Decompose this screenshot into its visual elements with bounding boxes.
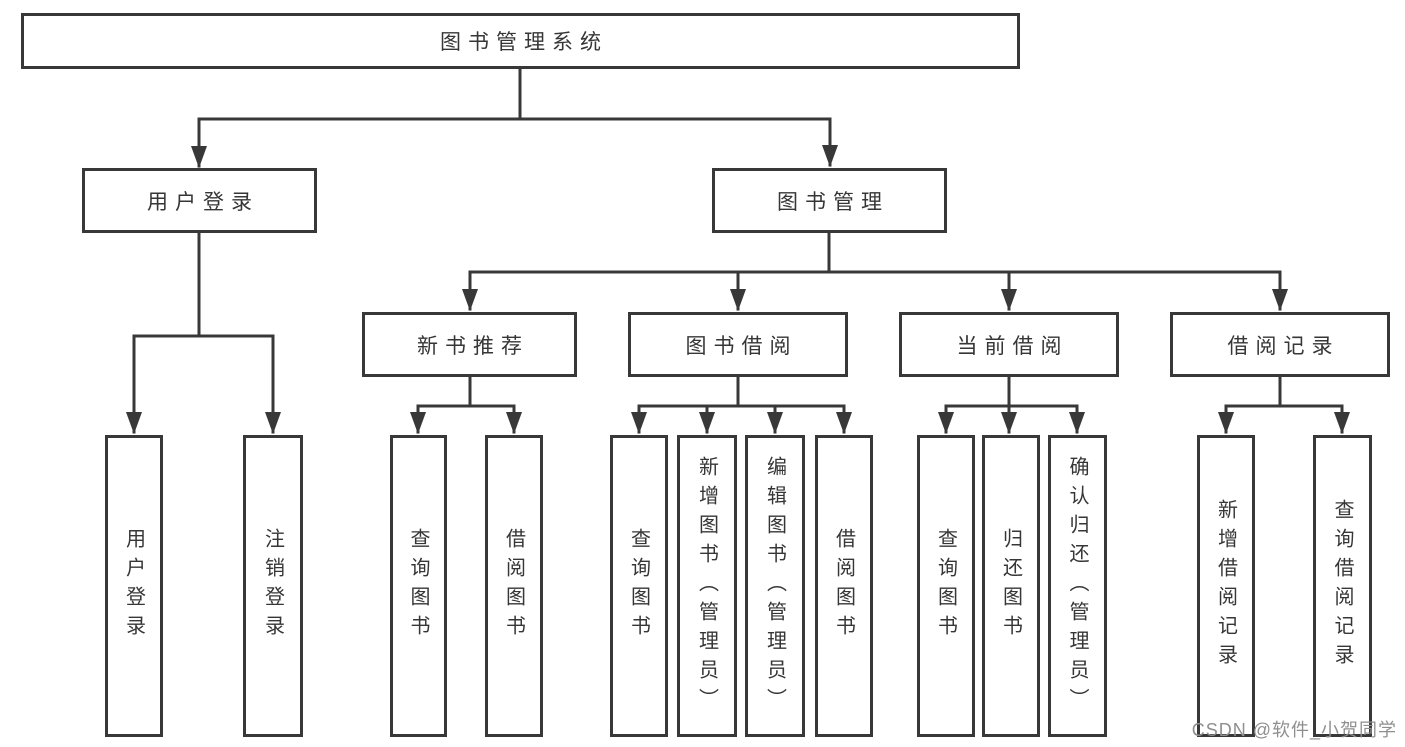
leaf-br-query-record: 查询借阅记录 [1313, 435, 1372, 737]
connector-root-to-level2 [191, 67, 838, 168]
connector-borrow-records-children [1218, 375, 1350, 434]
node-label: 注销登录 [261, 528, 284, 644]
node-user-login-branch: 用户登录 [82, 168, 317, 233]
leaf-nb-borrow-books: 借阅图书 [485, 435, 543, 737]
node-label: 图书管理 [777, 190, 889, 214]
node-book-borrowing: 图书借阅 [628, 312, 848, 377]
leaf-bb-add-books-admin: 新增图书（管理员） [677, 435, 737, 737]
node-current-borrowing: 当前借阅 [899, 312, 1119, 377]
node-label: 查询图书 [627, 528, 650, 644]
connector-user-login-children [126, 231, 281, 434]
node-label: 新增图书（管理员） [695, 455, 718, 717]
node-library-management-system: 图书管理系统 [21, 13, 1020, 69]
node-new-book-recommend: 新书推荐 [362, 312, 577, 377]
node-label: 用户登录 [122, 528, 145, 644]
leaf-bb-edit-books-admin: 编辑图书（管理员） [745, 435, 805, 737]
node-label: 查询借阅记录 [1331, 499, 1353, 673]
leaf-cb-return-books: 归还图书 [982, 435, 1040, 737]
node-label: 新书推荐 [417, 334, 529, 358]
connector-current-borrow-children [938, 375, 1085, 434]
leaf-logout-login: 注销登录 [243, 435, 303, 737]
node-label: 当前借阅 [956, 334, 1069, 358]
connector-book-mgmt-to-level3 [462, 230, 1288, 311]
node-label: 借阅图书 [502, 528, 525, 644]
connector-book-borrow-children [631, 375, 852, 434]
node-borrowing-records: 借阅记录 [1170, 312, 1390, 377]
node-label: 新增借阅记录 [1214, 499, 1237, 673]
node-label: 用户登录 [147, 190, 259, 214]
node-label: 归还图书 [999, 528, 1022, 644]
node-label: 借阅图书 [832, 528, 855, 644]
leaf-nb-query-books: 查询图书 [390, 435, 447, 737]
node-label: 借阅记录 [1227, 334, 1340, 358]
watermark: CSDN @软件_小贺同学 [1191, 720, 1397, 740]
leaf-cb-query-books: 查询图书 [917, 435, 975, 737]
connector-new-book-children [410, 375, 522, 434]
node-label: 编辑图书（管理员） [763, 455, 786, 717]
leaf-user-login: 用户登录 [105, 435, 163, 737]
node-label: 确认归还（管理员） [1066, 455, 1088, 717]
leaf-cb-confirm-return-admin: 确认归还（管理员） [1048, 435, 1107, 737]
node-label: 查询图书 [407, 528, 429, 644]
node-label: 查询图书 [934, 528, 957, 644]
node-label: 图书管理系统 [440, 31, 608, 54]
node-book-management: 图书管理 [712, 168, 947, 233]
leaf-bb-borrow-books: 借阅图书 [815, 435, 873, 737]
leaf-br-add-record: 新增借阅记录 [1197, 435, 1255, 737]
leaf-bb-query-books: 查询图书 [610, 435, 668, 737]
node-label: 图书借阅 [685, 334, 798, 358]
